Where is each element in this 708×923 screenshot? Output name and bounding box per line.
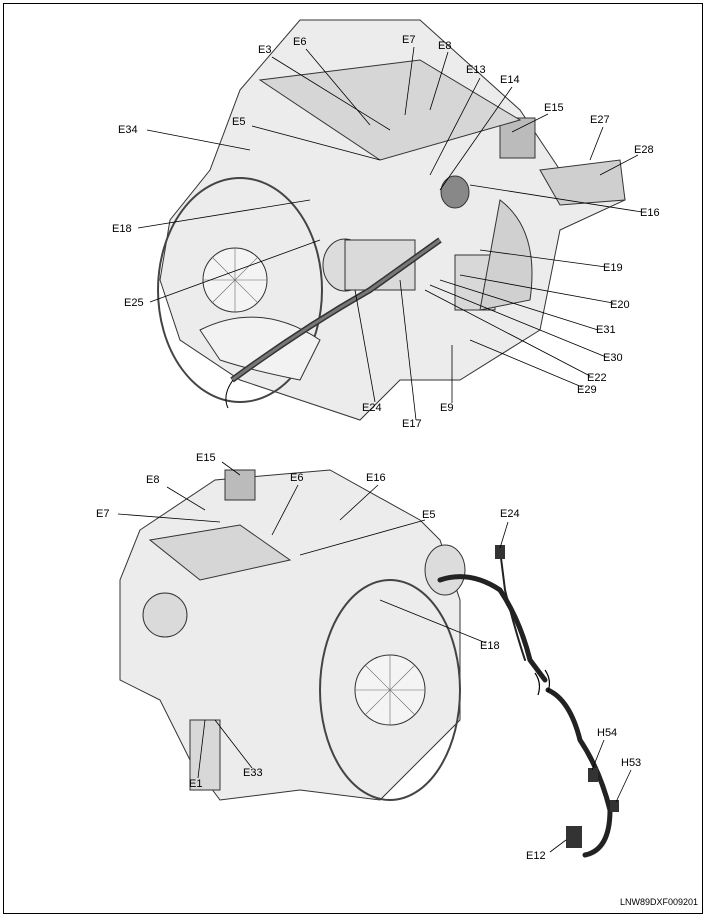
callout-e33: E33 xyxy=(243,767,263,779)
callout-e9: E9 xyxy=(440,402,454,414)
callout-e24: E24 xyxy=(362,402,382,414)
top-engine-drawing xyxy=(157,19,626,421)
callout-e8: E8 xyxy=(438,40,452,52)
callout-e7-bottom: E7 xyxy=(96,508,110,520)
callout-e34: E34 xyxy=(118,124,138,136)
figure-frame xyxy=(3,3,703,914)
callout-e15: E15 xyxy=(544,102,564,114)
callout-e18: E18 xyxy=(112,223,132,235)
callout-e14: E14 xyxy=(500,74,520,86)
callout-e18-bottom: E18 xyxy=(480,640,500,652)
callout-e17: E17 xyxy=(402,418,422,430)
callout-e20: E20 xyxy=(610,299,630,311)
callout-e1: E1 xyxy=(189,778,203,790)
callout-e5: E5 xyxy=(232,116,246,128)
figure-code: LNW89DXF009201 xyxy=(619,897,698,907)
callout-e29: E29 xyxy=(577,384,597,396)
callout-e5-bottom: E5 xyxy=(422,509,436,521)
callout-h54: H54 xyxy=(597,727,618,739)
callout-h53: H53 xyxy=(621,757,642,769)
callout-e30: E30 xyxy=(603,352,623,364)
wiring-harness xyxy=(437,549,613,858)
callout-e3: E3 xyxy=(258,44,272,56)
harness-break-marks xyxy=(534,669,551,696)
callout-e6: E6 xyxy=(293,36,307,48)
harness-connectors xyxy=(495,545,619,848)
callout-e16-bottom: E16 xyxy=(366,472,386,484)
callout-e12: E12 xyxy=(526,850,546,862)
callout-e8-bottom: E8 xyxy=(146,474,160,486)
callout-e24-bottom: E24 xyxy=(500,508,520,520)
callout-e19: E19 xyxy=(603,262,623,274)
callout-e6-bottom: E6 xyxy=(290,472,304,484)
callout-e15-bottom: E15 xyxy=(196,452,216,464)
callout-e27: E27 xyxy=(590,114,610,126)
callout-e31: E31 xyxy=(596,324,616,336)
callout-e25: E25 xyxy=(124,297,144,309)
callout-e28: E28 xyxy=(634,144,654,156)
leader-lines xyxy=(117,46,643,853)
callout-e13: E13 xyxy=(466,64,486,76)
callout-e16: E16 xyxy=(640,207,660,219)
callout-e7: E7 xyxy=(402,34,416,46)
bottom-engine-drawing xyxy=(119,469,466,801)
callout-e22: E22 xyxy=(587,372,607,384)
